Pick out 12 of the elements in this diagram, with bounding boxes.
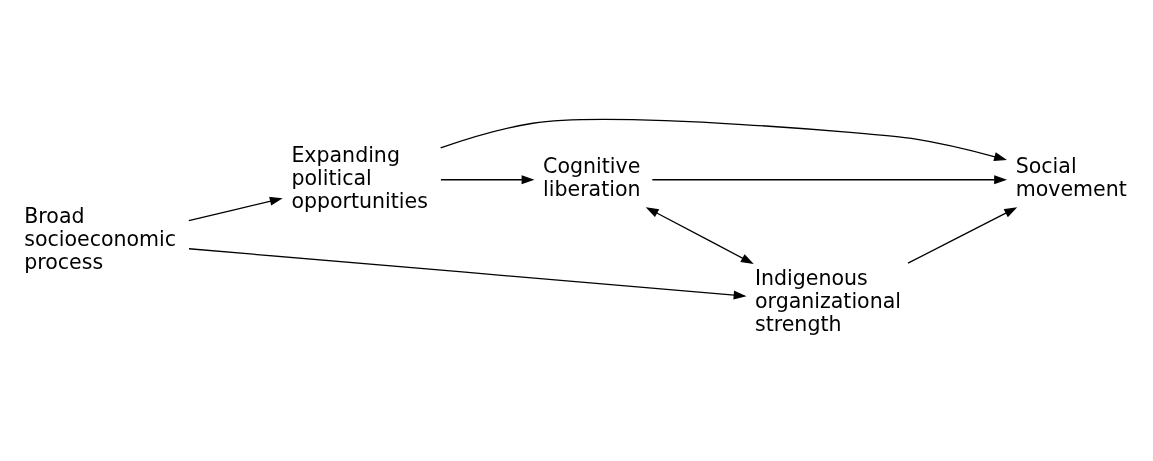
arrow [440, 174, 535, 184]
node-text: Cognitive liberation [543, 153, 641, 201]
arrow [651, 174, 1007, 184]
node-text: Broad socioeconomic process [24, 203, 177, 274]
node-text: Expanding political opportunities [291, 142, 428, 213]
arrow [907, 206, 1018, 264]
arrow [188, 196, 283, 221]
arrow [440, 118, 1007, 161]
node-text: Indigenous organizational strength [755, 265, 901, 336]
arrow [645, 206, 754, 264]
node-text: Social movement [1015, 153, 1127, 201]
arrow [188, 247, 747, 300]
